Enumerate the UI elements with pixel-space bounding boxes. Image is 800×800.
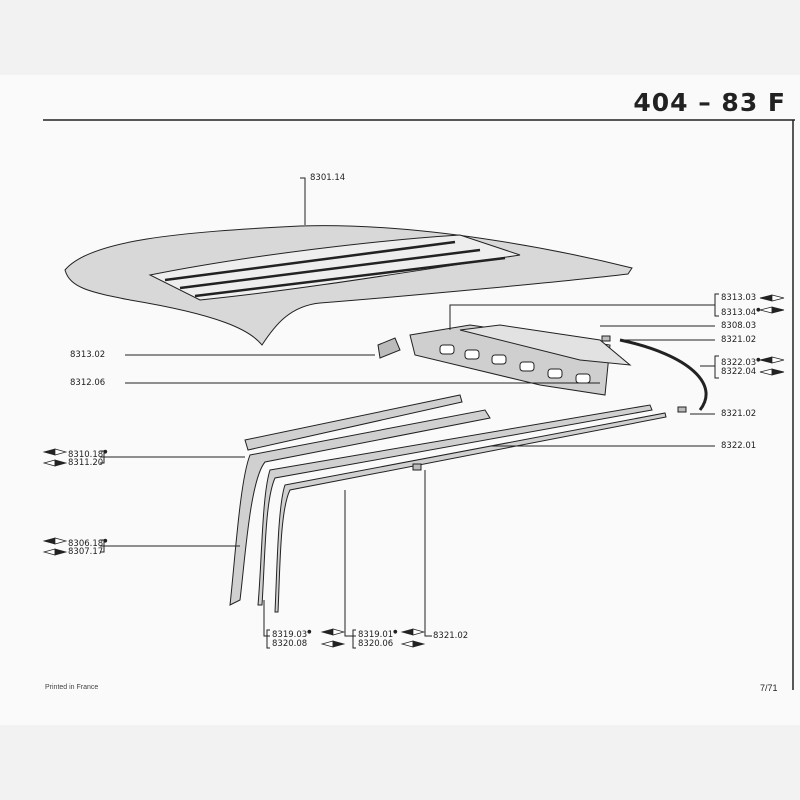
marker: ● — [307, 629, 312, 635]
part-label: 8321.02 — [721, 335, 757, 345]
leader-lines — [100, 177, 719, 649]
part-label: 8308.03 — [721, 321, 757, 331]
catalog-page — [0, 75, 800, 725]
rear-seal — [619, 338, 708, 411]
arrow-right-filled-icon — [400, 640, 426, 648]
part-label: 8319.03● — [272, 629, 312, 640]
part-label: 8312.06 — [70, 378, 106, 388]
part-label: 8322.04 — [721, 367, 757, 377]
arrow-left-filled-icon — [42, 537, 68, 545]
printed-in-france: Printed in France — [45, 684, 99, 691]
part-label: 8313.02 — [70, 350, 106, 360]
clip — [601, 335, 611, 342]
arrow-right-filled-icon — [42, 459, 68, 467]
arrow-right-filled-icon — [759, 368, 785, 376]
arrow-right-filled-icon — [42, 548, 68, 556]
part-label: 8320.08 — [272, 639, 308, 649]
marker: ● — [103, 449, 108, 455]
part-label: 8321.02 — [433, 631, 469, 641]
roof-panel — [64, 225, 633, 346]
part-label: 8320.06 — [358, 639, 394, 649]
marker: ● — [756, 357, 761, 363]
interchange-arrows — [42, 294, 785, 648]
part-label: 8310.18● — [68, 449, 108, 460]
part-label: 8306.18● — [68, 538, 108, 549]
rear-cross-member — [409, 324, 632, 396]
arrow-left-filled-icon — [759, 294, 785, 302]
clip — [412, 463, 422, 471]
part-label: 8311.20 — [68, 458, 104, 468]
arrow-left-filled-icon — [400, 628, 426, 636]
part-label: 8319.01● — [358, 629, 398, 640]
page-title: 404 – 83 F — [633, 88, 786, 117]
part-label: 8313.03 — [721, 293, 757, 303]
part-label: 8322.01 — [721, 441, 757, 451]
part-label: 8321.02 — [721, 409, 757, 419]
arrow-right-filled-icon — [759, 306, 785, 314]
marker: ● — [756, 307, 761, 313]
clip — [677, 406, 687, 413]
arrow-left-filled-icon — [42, 448, 68, 456]
marker: ● — [393, 629, 398, 635]
part-label-roof: 8301.14 — [310, 173, 346, 183]
page-number: 7/71 — [760, 683, 778, 693]
small-bracket — [377, 337, 401, 359]
arrow-left-filled-icon — [320, 628, 346, 636]
part-label: 8307.17 — [68, 547, 104, 557]
part-label: 8313.04● — [721, 307, 761, 318]
part-label: 8322.03● — [721, 357, 761, 368]
arrow-right-filled-icon — [320, 640, 346, 648]
marker: ● — [103, 538, 108, 544]
arrow-left-filled-icon — [759, 356, 785, 364]
side-rails — [229, 394, 667, 613]
